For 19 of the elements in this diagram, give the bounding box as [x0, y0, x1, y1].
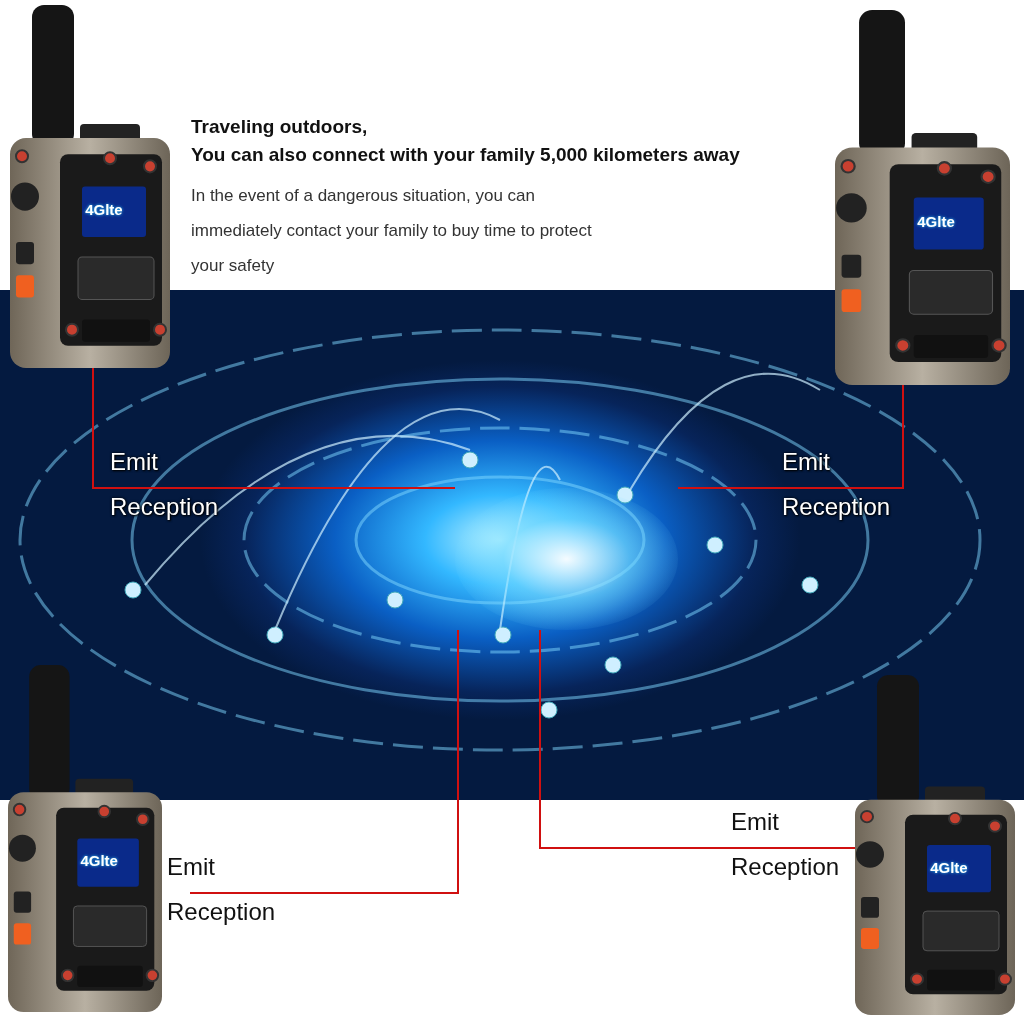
- emit-label: Emit: [731, 808, 779, 836]
- emit-label: Emit: [110, 448, 158, 476]
- connector-line: [189, 629, 459, 894]
- reception-label: Reception: [167, 898, 276, 926]
- emit-label: Emit: [782, 448, 830, 476]
- description-text: In the event of a dangerous situation, you can immediately contact your family to buy time to protect your safety: [191, 185, 593, 277]
- screen-text: 4Glte: [85, 201, 123, 218]
- connector-line: [677, 384, 904, 489]
- screen-text: 4Glte: [80, 852, 118, 870]
- screen-text: 4Glte: [930, 858, 968, 876]
- heading: Traveling outdoors,: [191, 116, 368, 138]
- connector-line: [539, 629, 856, 849]
- screen-text: 4Glte: [917, 212, 955, 230]
- reception-label: Reception: [782, 493, 891, 521]
- emit-label: Emit: [167, 853, 215, 881]
- heading: You can also connect with your family 5,000 kilometers away: [191, 144, 740, 166]
- connector-line: [92, 367, 456, 489]
- reception-label: Reception: [110, 493, 219, 521]
- reception-label: Reception: [731, 853, 840, 881]
